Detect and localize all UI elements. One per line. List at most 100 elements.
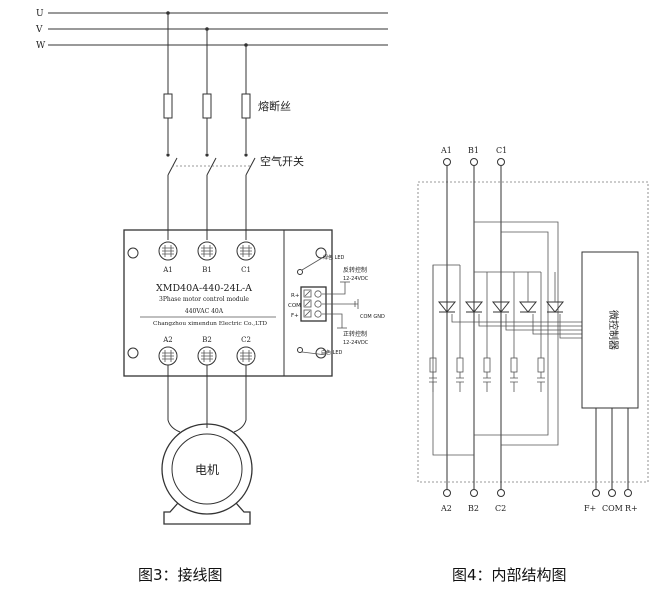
gate-2 xyxy=(478,314,582,327)
module-maker: Changzhou ximendun Electric Co.,LTD xyxy=(153,321,267,327)
forward-wire xyxy=(322,313,343,328)
fuse-label: 熔断丝 xyxy=(258,99,291,113)
pin-com-label: COM xyxy=(288,303,301,309)
snubber-row xyxy=(429,345,545,392)
module-subtitle: 3Phase motor control module xyxy=(159,296,249,303)
module-rating: 440VAC 40A xyxy=(185,308,224,315)
snubber-r-4 xyxy=(510,357,518,373)
snubber-caps xyxy=(429,377,545,383)
pin-f-label: F+ xyxy=(291,313,299,319)
snubber-r-3 xyxy=(483,357,491,373)
reverse-wire xyxy=(322,282,346,295)
led-top-label: 绿色 LED xyxy=(323,254,345,261)
snubber-r-5 xyxy=(537,357,545,373)
thyristor-row xyxy=(437,272,582,339)
fuse-w xyxy=(241,93,251,119)
thyristor-3 xyxy=(491,301,511,313)
breaker-contact-u xyxy=(166,153,170,157)
terminal-a2-label: A2 xyxy=(162,336,173,344)
top-b1-terminal xyxy=(470,158,478,166)
wire-c2-out xyxy=(233,365,247,433)
phase-bus: U V W xyxy=(35,9,388,51)
figure3-caption: 图3：接线图 xyxy=(138,566,223,584)
switching-network xyxy=(432,221,559,456)
breaker-blade-v xyxy=(206,157,217,176)
pin-f-hole xyxy=(314,310,322,318)
terminal-b2-grip xyxy=(201,350,213,362)
link-1 xyxy=(474,221,559,446)
bottom-terminals: A2 B2 C2 xyxy=(158,336,256,366)
phase-w-label: W xyxy=(36,41,46,51)
pin-com-box xyxy=(303,299,312,308)
gate-1 xyxy=(451,314,582,323)
top-c1-label: C1 xyxy=(496,146,507,155)
breaker-blade-w xyxy=(245,157,256,176)
terminal-b1-grip xyxy=(201,245,213,257)
terminal-b1-label: B1 xyxy=(202,266,212,274)
mount-hole-tr xyxy=(315,247,327,259)
terminal-a2-grip xyxy=(162,350,174,362)
terminal-c2-label: C2 xyxy=(241,336,251,344)
snubber-r-2 xyxy=(456,357,464,373)
mount-hole-tl xyxy=(127,247,139,259)
phase-u-label: U xyxy=(36,9,44,19)
led-bottom-leader xyxy=(301,351,327,356)
phase-v-label: V xyxy=(35,25,43,35)
terminal-c2-grip xyxy=(240,350,252,362)
com-gnd-label: COM GND xyxy=(360,314,385,320)
motor: 电机 xyxy=(161,423,253,525)
motor-inner xyxy=(171,433,243,505)
snubber-leads xyxy=(432,345,542,392)
gate-4 xyxy=(532,314,582,335)
figure4-caption: 图4：内部结构图 xyxy=(452,566,567,584)
terminal-a1-grip xyxy=(162,245,174,257)
pin-r-terminal xyxy=(624,489,632,497)
fuses: 熔断丝 xyxy=(163,93,291,119)
control-module: A1 B1 C1 XMD40A-440-24L-A 3Phase motor c… xyxy=(123,229,385,377)
led-top-indicator xyxy=(297,269,303,275)
bottom-b2-terminal xyxy=(470,489,478,497)
reverse-label: 反转控制 xyxy=(343,266,367,274)
pin-f-label-bottom: F+ xyxy=(584,504,596,513)
mount-hole-bl xyxy=(127,347,139,359)
pin-r-label-bottom: R+ xyxy=(625,504,638,513)
pin-slashes xyxy=(304,290,311,317)
microcontroller-box xyxy=(581,251,639,409)
led-bottom-indicator xyxy=(297,347,303,353)
bottom-c2-terminal xyxy=(497,489,505,497)
breaker-label: 空气开关 xyxy=(260,154,304,168)
terminal-a1-screw xyxy=(158,241,178,261)
led-top-leader xyxy=(301,257,323,271)
wiring-diagram: U V W 熔断丝 xyxy=(35,9,388,584)
top-b1-label: B1 xyxy=(468,146,479,155)
fuse-u xyxy=(163,93,173,119)
reverse-voltage: 12-24VDC xyxy=(343,276,369,282)
module-model: XMD40A-440-24L-A xyxy=(156,283,252,294)
pin-f-box xyxy=(303,309,312,318)
pin-r-box xyxy=(303,289,312,298)
forward-label: 正转控制 xyxy=(343,330,367,338)
motor-base xyxy=(163,502,251,525)
control-side: 绿色 LED R+ COM F+ 反转控制 12-24VDC xyxy=(288,254,385,356)
forward-voltage: 12-24VDC xyxy=(343,340,369,346)
microcontroller-label: 微控制器 xyxy=(607,310,620,350)
breaker-contact-w xyxy=(244,153,248,157)
top-a1-label: A1 xyxy=(440,146,452,155)
top-terminals: A1 B1 C1 xyxy=(158,241,256,274)
breaker-contact-v xyxy=(205,153,209,157)
internal-structure-diagram: A1 B1 C1 xyxy=(417,146,649,584)
gate-3 xyxy=(505,314,582,331)
thyristor-1 xyxy=(437,301,457,313)
terminal-c1-label: C1 xyxy=(241,266,251,274)
air-breaker: 空气开关 xyxy=(166,153,304,176)
wire-a2-out xyxy=(167,365,181,433)
terminal-a1-label: A1 xyxy=(162,266,173,274)
pin-f-terminal xyxy=(592,489,600,497)
module-outline xyxy=(417,181,649,483)
motor-label: 电机 xyxy=(195,463,219,477)
pin-com-label-bottom: COM xyxy=(602,504,623,513)
gate-5 xyxy=(559,314,582,339)
thyristor-4 xyxy=(518,301,538,313)
thyristor-5 xyxy=(545,301,565,313)
